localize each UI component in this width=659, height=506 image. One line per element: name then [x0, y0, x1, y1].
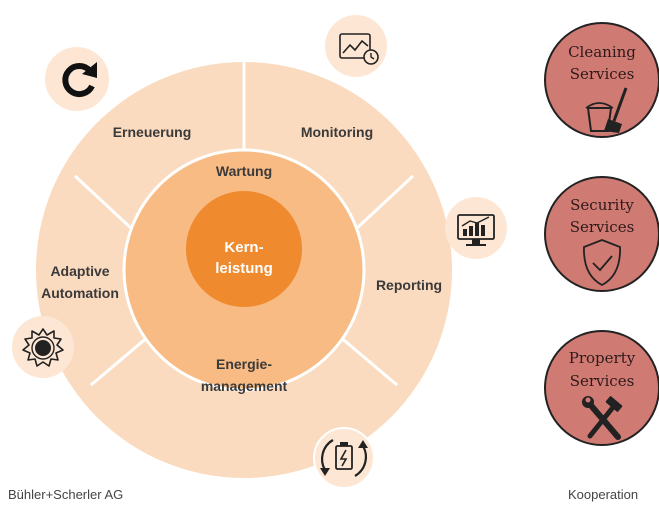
monitoring-chart-icon — [325, 15, 387, 77]
adaptive-label-line2: Automation — [41, 285, 119, 301]
refresh-icon — [43, 45, 111, 113]
reporting-monitor-icon — [445, 197, 507, 259]
gear-icon — [12, 316, 74, 378]
core-label-line1: Kern- — [224, 239, 263, 256]
erneuerung-label: Erneuerung — [113, 124, 192, 140]
property-services-line1: Property — [569, 349, 636, 367]
shield-check-icon — [583, 239, 621, 287]
monitoring-label: Monitoring — [301, 124, 373, 140]
core-label-line2: leistung — [215, 260, 273, 277]
battery-cycle-icon — [313, 427, 375, 489]
property-services-line2: Services — [570, 372, 635, 390]
wartung-label: Wartung — [216, 163, 272, 179]
cleaning-services-line2: Services — [570, 65, 635, 83]
security-services-line1: Security — [570, 196, 634, 214]
cleaning-bucket-mop-icon — [585, 87, 628, 133]
energie-label-line2: management — [201, 378, 288, 394]
cleaning-services-line1: Cleaning — [568, 43, 636, 61]
segment-dividers — [73, 62, 415, 387]
wrench-hammer-icon — [582, 396, 623, 440]
security-services: Security Services — [544, 176, 659, 292]
footer-right: Kooperation — [568, 487, 639, 502]
cleaning-services: Cleaning Services — [544, 22, 659, 138]
energie-label-line1: Energie- — [216, 356, 272, 372]
core-circle — [186, 191, 302, 307]
security-services-line2: Services — [570, 218, 635, 236]
property-services: Property Services — [544, 330, 659, 446]
reporting-label: Reporting — [376, 277, 442, 293]
footer-left: Bühler+Scherler AG — [8, 487, 124, 502]
adaptive-label-line1: Adaptive — [50, 263, 109, 279]
